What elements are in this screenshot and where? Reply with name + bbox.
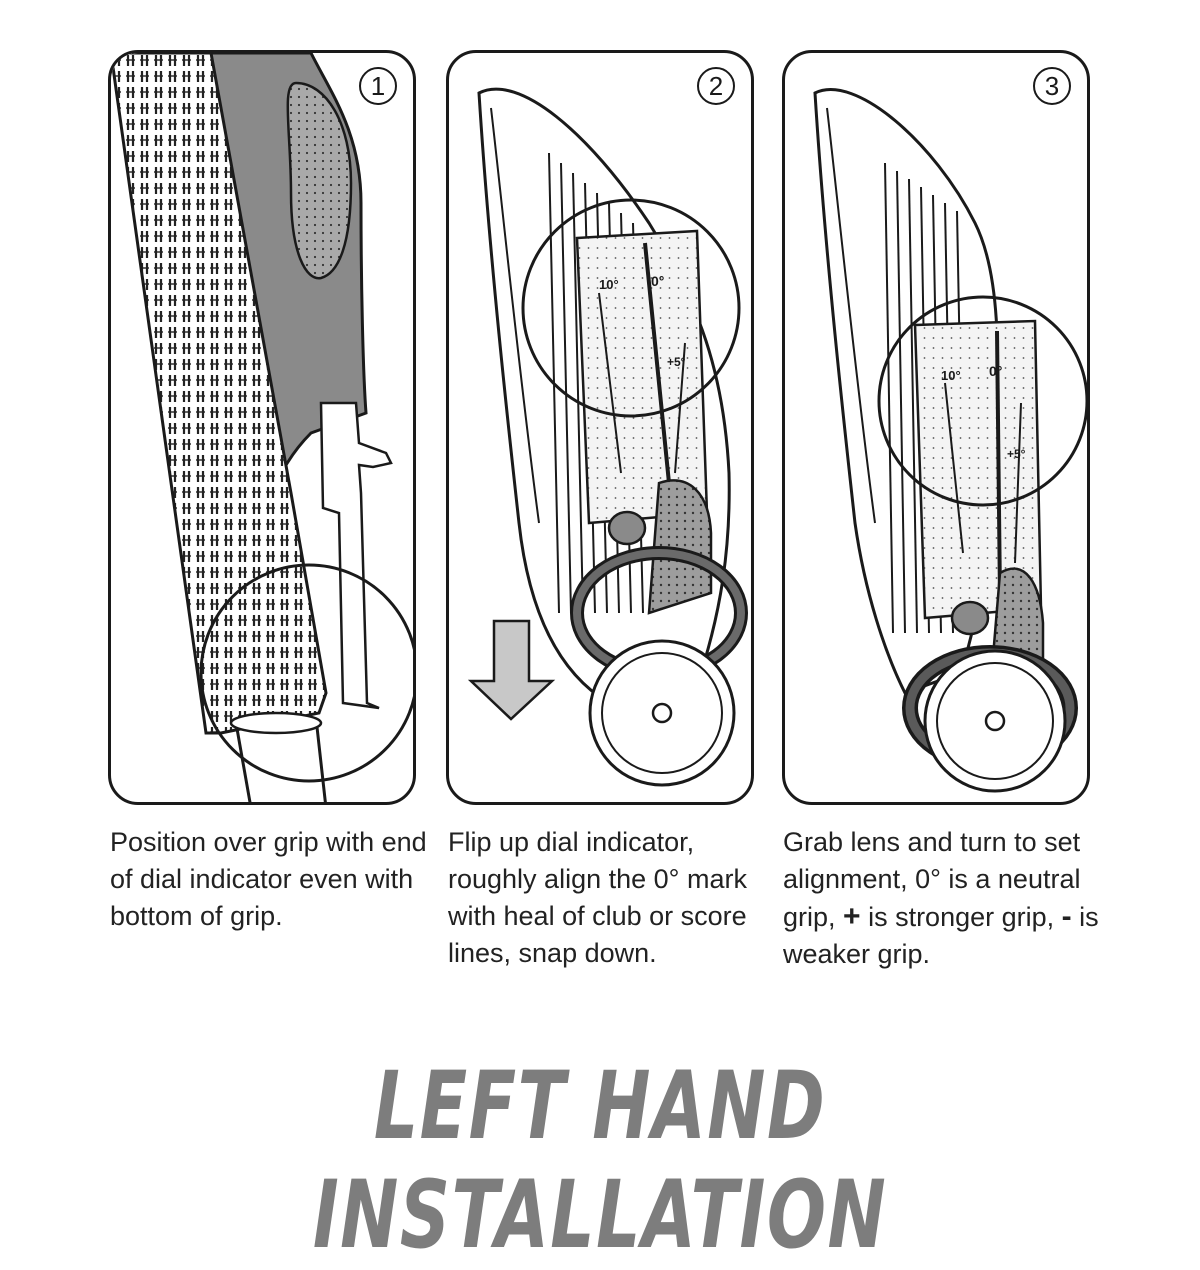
installation-title: LEFT HAND INSTALLATION	[156, 1052, 1044, 1270]
plus-sign: +	[843, 900, 861, 933]
dial-mark-center: 0°	[989, 363, 1002, 379]
step-3-caption: Grab lens and turn to set alignment, 0° …	[783, 824, 1103, 973]
dial-mark-center: 0°	[651, 273, 664, 289]
grip-illustration	[111, 53, 416, 805]
dial-mark-left: 10°	[941, 368, 961, 383]
dial-mark-left: 10°	[599, 277, 619, 292]
minus-sign: -	[1062, 900, 1072, 933]
step-1-panel: 1	[108, 50, 416, 805]
step-3-number-badge: 3	[1033, 67, 1071, 105]
club-head-illustration	[785, 53, 1090, 805]
step-2-caption: Flip up dial indicator, roughly align th…	[448, 824, 768, 972]
dial-mark-right: +5°	[1007, 447, 1025, 461]
dial-mark-right: +5°	[667, 355, 685, 369]
club-head-illustration	[449, 53, 754, 805]
step-1-number-badge: 1	[359, 67, 397, 105]
step-3-panel: 10° 0° +5° 3	[782, 50, 1090, 805]
step-3-caption-part2: is stronger grip,	[861, 902, 1062, 932]
step-2-panel: 10° 0° +5° 2	[446, 50, 754, 805]
step-1-caption: Position over grip with end of dial indi…	[110, 824, 430, 935]
step-2-number-badge: 2	[697, 67, 735, 105]
